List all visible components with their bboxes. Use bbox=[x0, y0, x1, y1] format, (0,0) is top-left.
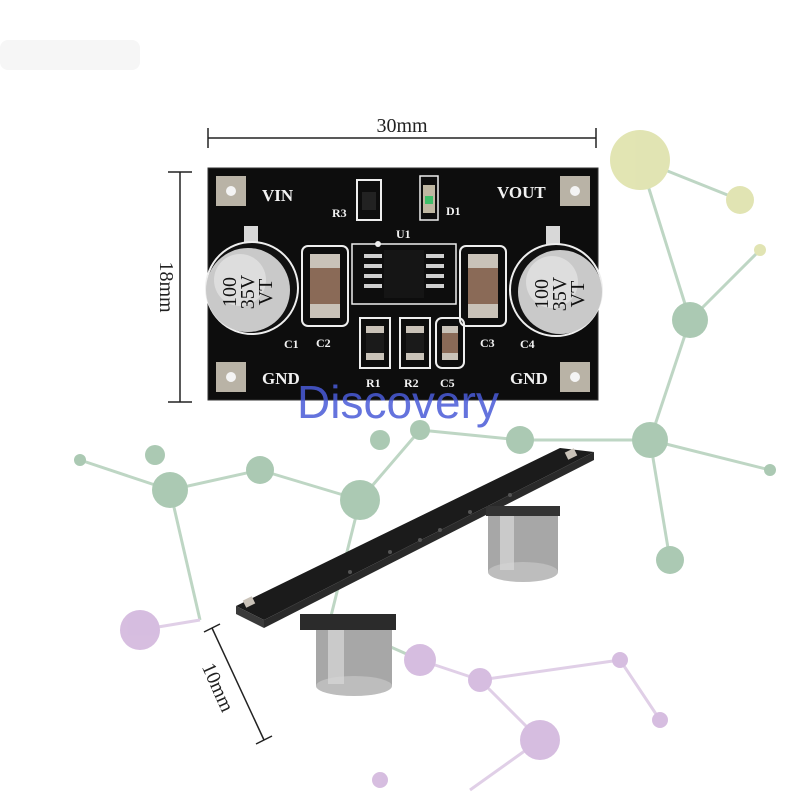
side-cap-right bbox=[486, 506, 560, 582]
c2-label: C2 bbox=[316, 336, 331, 350]
watermark-text: Discovery bbox=[297, 376, 499, 428]
vout-label: VOUT bbox=[497, 183, 546, 202]
c1-label: C1 bbox=[284, 337, 299, 351]
r1-label: R1 bbox=[366, 376, 381, 390]
d1-label: D1 bbox=[446, 204, 461, 218]
gnd-right-label: GND bbox=[510, 369, 548, 388]
node bbox=[404, 644, 436, 676]
node bbox=[652, 712, 668, 728]
led-d1: D1 bbox=[419, 175, 461, 221]
pcb-top-view: VIN VOUT GND GND R3 D1 U1 bbox=[205, 167, 603, 401]
resistor-r1: R1 bbox=[359, 317, 391, 390]
c4-series: VT bbox=[567, 281, 589, 308]
node bbox=[468, 668, 492, 692]
node bbox=[372, 772, 388, 788]
logo-smudge bbox=[0, 40, 140, 70]
node bbox=[246, 456, 274, 484]
c5-label: C5 bbox=[440, 376, 455, 390]
node bbox=[410, 420, 430, 440]
node bbox=[74, 454, 86, 466]
chip-u1: U1 bbox=[351, 227, 457, 305]
height-dimension: 18mm bbox=[155, 171, 192, 403]
vin-label: VIN bbox=[262, 186, 294, 205]
node bbox=[754, 244, 766, 256]
c4-label: C4 bbox=[520, 337, 535, 351]
node bbox=[610, 130, 670, 190]
resistor-r2: R2 bbox=[399, 317, 431, 390]
c3-label: C3 bbox=[480, 336, 495, 350]
c4-voltage: 35V bbox=[549, 276, 571, 311]
node bbox=[672, 302, 708, 338]
node bbox=[145, 445, 165, 465]
node bbox=[506, 426, 534, 454]
width-label: 30mm bbox=[376, 115, 428, 137]
c1-series: VT bbox=[255, 279, 277, 306]
capacitor-c4: 100 35V VT C4 bbox=[509, 226, 603, 351]
r2-label: R2 bbox=[404, 376, 419, 390]
capacitor-c1: 100 35V VT C1 bbox=[205, 226, 299, 351]
capacitor-c5: C5 bbox=[435, 317, 465, 390]
u1-label: U1 bbox=[396, 227, 411, 241]
thickness-dimension: 10mm bbox=[197, 623, 273, 745]
node bbox=[370, 430, 390, 450]
node bbox=[340, 480, 380, 520]
node bbox=[726, 186, 754, 214]
node bbox=[520, 720, 560, 760]
capacitor-c3: C3 bbox=[459, 245, 507, 350]
node bbox=[632, 422, 668, 458]
resistor-r3: R3 bbox=[332, 179, 382, 221]
c4-value: 100 bbox=[531, 279, 553, 309]
height-label: 18mm bbox=[155, 261, 177, 313]
r3-label: R3 bbox=[332, 206, 347, 220]
mounting-pads bbox=[216, 176, 590, 392]
gnd-left-label: GND bbox=[262, 369, 300, 388]
thickness-label: 10mm bbox=[197, 660, 238, 716]
node bbox=[612, 652, 628, 668]
side-cap-left bbox=[300, 614, 396, 696]
width-dimension: 30mm bbox=[207, 115, 597, 148]
node bbox=[656, 546, 684, 574]
node bbox=[764, 464, 776, 476]
c1-voltage: 35V bbox=[237, 274, 259, 309]
node bbox=[120, 610, 160, 650]
pcb-side-view bbox=[236, 448, 594, 696]
capacitor-c2: C2 bbox=[301, 245, 349, 350]
node bbox=[152, 472, 188, 508]
c1-value: 100 bbox=[219, 277, 241, 307]
